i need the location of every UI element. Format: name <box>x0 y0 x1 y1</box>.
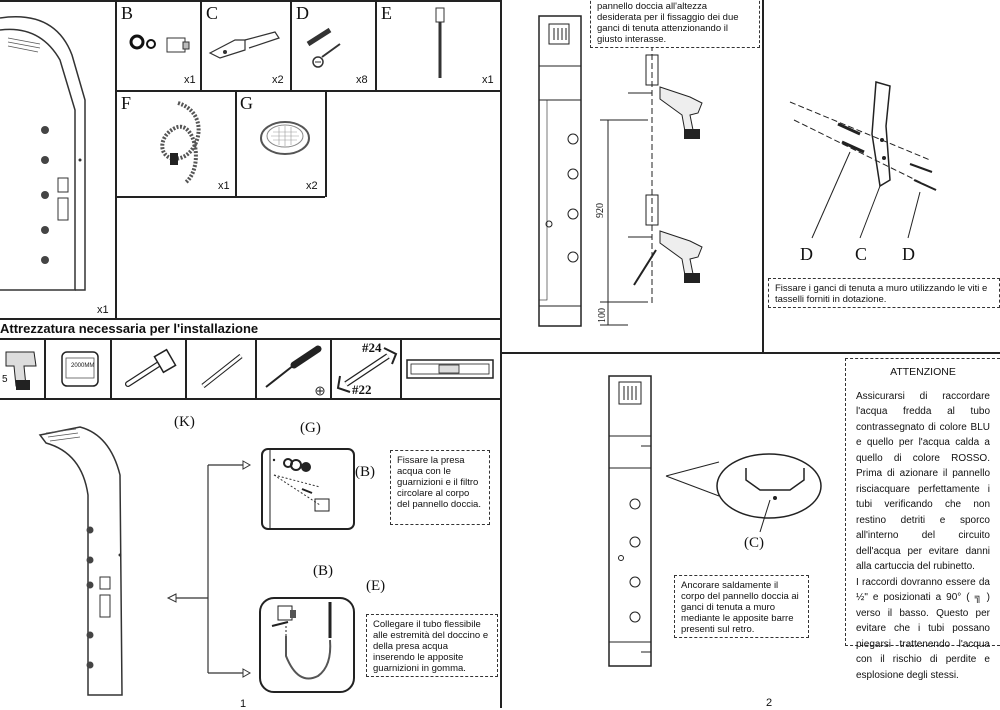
circular-filter-icon <box>260 121 310 155</box>
attention-body-2: I raccordi dovranno essere da ½" e posiz… <box>856 576 990 681</box>
dimension-920: 920 <box>595 203 606 218</box>
page-divider <box>500 0 502 708</box>
label-d-left: D <box>800 244 813 264</box>
tape-measure-label: 2000MM <box>71 363 95 369</box>
label-c: C <box>855 244 868 264</box>
note-fix-inlet: Fissare la presa acqua con le guarnizion… <box>390 450 490 525</box>
bracket-callout <box>665 453 822 533</box>
pencil-icon <box>201 354 243 388</box>
wall-bracket-icon <box>208 31 280 59</box>
note-connect-hose: Collegare il tubo flessibile alle estrem… <box>366 614 498 677</box>
label-c-callout: (C) <box>744 535 764 551</box>
part-letter-g: G <box>240 93 253 113</box>
page-number-1: 1 <box>240 698 247 710</box>
note-anchor-panel: Ancorare saldamente il corpo del pannell… <box>674 575 809 638</box>
part-qty-b: x1 <box>184 74 196 86</box>
part-letter-d: D <box>296 3 309 23</box>
shower-panel-step-illustration <box>38 426 123 696</box>
drilling-illustration <box>628 45 703 305</box>
shower-panel-mounted <box>608 375 652 667</box>
part-qty-c: x2 <box>272 74 284 86</box>
hose-connection-detail <box>259 597 355 693</box>
step-label-k: (K) <box>174 414 195 430</box>
note-fix-brackets: Fissare i ganci di tenuta a muro utilizz… <box>768 278 1000 308</box>
part-qty-g: x2 <box>306 180 318 192</box>
frame-panel-right <box>115 0 117 320</box>
part-letter-b: B <box>121 3 134 23</box>
tools-row-bottom <box>0 398 500 400</box>
wrench-icon <box>336 347 398 393</box>
tools-sep-1 <box>44 338 46 399</box>
label-e: (E) <box>366 578 386 594</box>
hammer-icon <box>125 348 177 387</box>
shower-panel-rear-view <box>538 15 582 327</box>
spirit-level-icon <box>406 359 494 379</box>
part-letter-f: F <box>121 93 132 113</box>
dimension-100: 100 <box>597 308 608 323</box>
frame-top <box>0 0 500 2</box>
attention-box: ATTENZIONE Assicurarsi di raccordare l'a… <box>845 358 1000 681</box>
label-b-top: (B) <box>355 464 375 480</box>
part-letter-c: C <box>206 3 219 23</box>
hand-shower-icon <box>435 7 445 78</box>
page2-vertical-divider-top <box>762 0 764 352</box>
tools-sep-3 <box>185 338 187 399</box>
wrench-size-bottom: #22 <box>352 382 372 397</box>
page2-horizontal-divider <box>501 352 1000 354</box>
screwdriver-icon <box>265 345 325 396</box>
sep-cd <box>290 0 292 90</box>
tape-measure-icon <box>61 351 99 387</box>
part-qty-f: x1 <box>218 180 230 192</box>
note-position-panel: pannello doccia all'altezza desiderata p… <box>590 0 760 48</box>
drill-bit-label: 5 <box>2 374 8 385</box>
label-g: (G) <box>300 420 321 436</box>
panel-qty: x1 <box>97 304 109 316</box>
gasket-filter-icon <box>129 34 190 53</box>
part-qty-e: x1 <box>482 74 494 86</box>
sep-bc <box>200 0 202 90</box>
tools-heading: Attrezzatura necessaria per l'installazi… <box>0 321 259 336</box>
tools-sep-5 <box>330 338 332 399</box>
label-b-bottom: (B) <box>313 563 333 579</box>
drill-icon <box>5 351 37 390</box>
label-d-right: D <box>902 244 915 264</box>
attention-body: Assicurarsi di raccordare l'acqua fredda… <box>856 390 990 573</box>
page-number-2: 2 <box>766 697 773 709</box>
shower-panel-illustration <box>0 16 86 291</box>
frame-panel-bottom <box>0 318 500 320</box>
frame-row1-bottom <box>115 90 500 92</box>
tools-sep-6 <box>400 338 402 399</box>
frame-row2-bottom <box>115 196 325 198</box>
sep-fg <box>235 90 237 197</box>
dimension-lines <box>600 119 648 326</box>
frame-row2-end <box>325 90 327 197</box>
tools-row-top <box>0 338 500 340</box>
wrench-size-top: #24 <box>362 340 382 355</box>
step-arrows <box>166 460 252 678</box>
water-inlet-detail <box>261 448 355 530</box>
part-qty-d: x8 <box>356 74 368 86</box>
tools-sep-2 <box>110 338 112 399</box>
bracket-fixing-illustration <box>789 81 937 239</box>
attention-title: ATTENZIONE <box>890 366 956 378</box>
screw-dowel-icon <box>306 27 341 68</box>
part-letter-e: E <box>381 3 392 23</box>
tools-sep-4 <box>255 338 257 399</box>
sep-de <box>375 0 377 90</box>
flexible-hose-icon <box>160 101 201 185</box>
